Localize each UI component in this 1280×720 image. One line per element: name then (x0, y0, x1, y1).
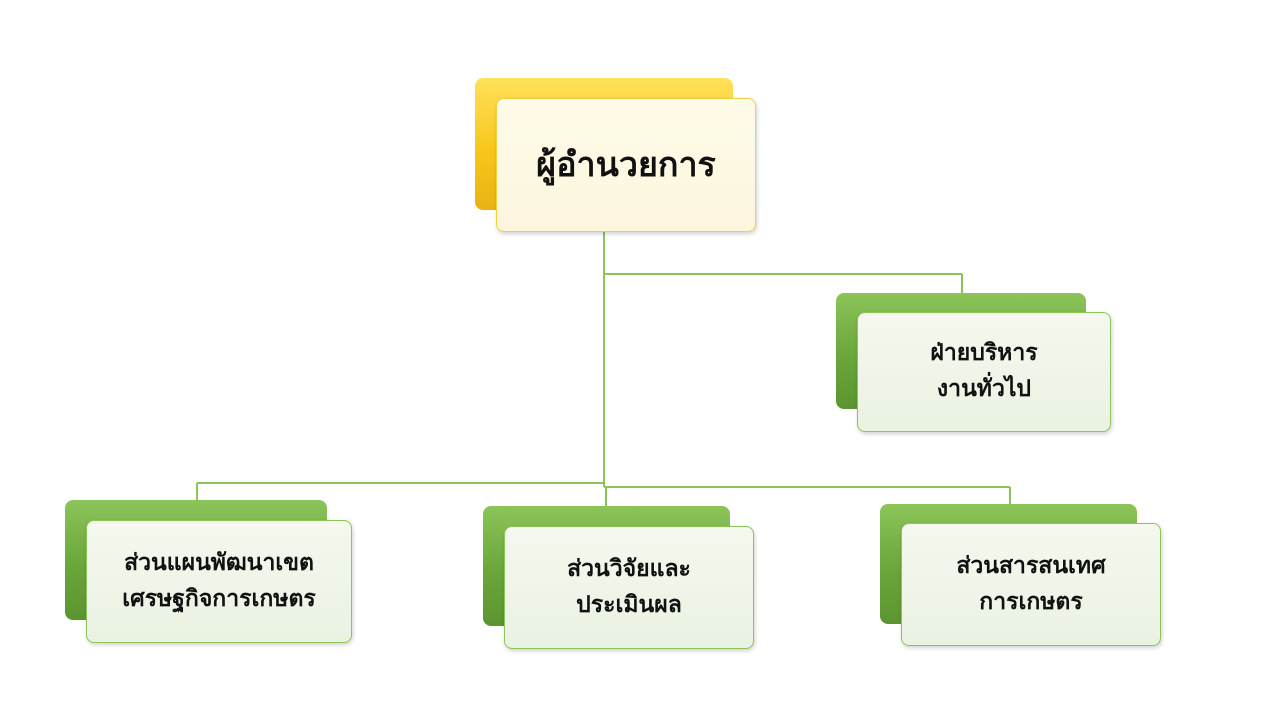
plan-label-line2: เศรษฐกิจการเกษตร (122, 585, 316, 612)
admin-label: ฝ่ายบริหาร งานทั่วไป (930, 336, 1037, 407)
research-label-line1: ส่วนวิจัยและ (567, 555, 691, 582)
director-node-card[interactable]: ผู้อำนวยการ (496, 98, 756, 232)
research-label: ส่วนวิจัยและ ประเมินผล (567, 552, 691, 623)
info-label-line2: การเกษตร (979, 588, 1083, 615)
director-label: ผู้อำนวยการ (536, 144, 716, 185)
research-label-line2: ประเมินผล (576, 591, 682, 618)
admin-label-line1: ฝ่ายบริหาร (930, 340, 1038, 367)
info-node-card[interactable]: ส่วนสารสนเทศ การเกษตร (901, 523, 1161, 646)
research-node-card[interactable]: ส่วนวิจัยและ ประเมินผล (504, 526, 754, 649)
info-label-line1: ส่วนสารสนเทศ (956, 552, 1106, 579)
plan-label-line1: ส่วนแผนพัฒนาเขต (124, 549, 314, 576)
plan-label: ส่วนแผนพัฒนาเขต เศรษฐกิจการเกษตร (122, 546, 316, 617)
admin-node-card[interactable]: ฝ่ายบริหาร งานทั่วไป (857, 312, 1111, 432)
plan-node-card[interactable]: ส่วนแผนพัฒนาเขต เศรษฐกิจการเกษตร (86, 520, 352, 643)
info-label: ส่วนสารสนเทศ การเกษตร (956, 549, 1105, 620)
admin-label-line2: งานทั่วไป (936, 376, 1032, 402)
